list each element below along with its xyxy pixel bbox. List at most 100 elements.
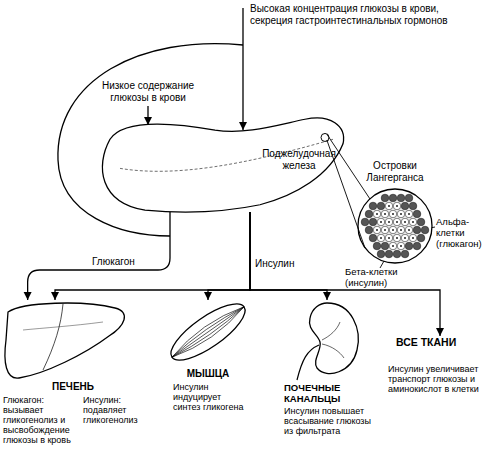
beta-cell xyxy=(377,234,385,242)
organ-drawing xyxy=(358,189,432,263)
beta-cell xyxy=(373,226,381,234)
beta-cell xyxy=(405,226,413,234)
beta-cell xyxy=(381,226,389,234)
cell-nucleus xyxy=(376,229,378,231)
organ-drawing xyxy=(297,345,319,380)
organ-drawing xyxy=(5,303,124,378)
organ-drawing xyxy=(321,133,329,141)
cell-nucleus xyxy=(380,237,382,239)
cell-nucleus xyxy=(396,221,398,223)
alpha-cell xyxy=(405,194,413,202)
edge-label: Глюкагон xyxy=(92,256,135,268)
beta-cell xyxy=(377,218,385,226)
magnifier-line xyxy=(327,134,370,248)
islet-heading: Островки Лангерганса xyxy=(345,160,445,184)
alpha-cell xyxy=(413,226,421,234)
alpha-cell xyxy=(381,242,389,250)
effect-text: Инсулин увеличивает транспорт глюкозы и … xyxy=(388,364,492,394)
cell-nucleus xyxy=(388,237,390,239)
alpha-cell xyxy=(369,234,377,242)
beta-cell xyxy=(381,210,389,218)
beta-cell xyxy=(389,210,397,218)
organ-name: МЫШЦА xyxy=(168,368,248,380)
beta-cell xyxy=(385,218,393,226)
cell-nucleus xyxy=(380,221,382,223)
cell-label: Бета-клетки (инсулин) xyxy=(345,266,415,288)
organ-node: ПЕЧЕНЬ Глюкагон: вызывает гликогенолиз и … xyxy=(3,300,148,455)
organ-drawing xyxy=(309,303,358,374)
beta-cell xyxy=(397,226,405,234)
hormone-arrow xyxy=(250,212,440,336)
cell-nucleus xyxy=(384,213,386,215)
alpha-cell xyxy=(365,210,373,218)
effect-text: Инсулин повышает всасывание глюкозы из ф… xyxy=(284,406,374,436)
hormone-arrow xyxy=(55,212,250,300)
organ-node: Поджелудочная железа xyxy=(95,112,345,212)
condition-note: Высокая концентрация глюкозы в крови, се… xyxy=(250,3,450,27)
alpha-cell xyxy=(417,234,425,242)
cell-nucleus xyxy=(412,237,414,239)
cell-nucleus xyxy=(404,221,406,223)
organ-drawing xyxy=(172,307,244,357)
effect-text: Инсулин: подавляет гликогенолиз xyxy=(83,395,148,425)
cell-nucleus xyxy=(400,213,402,215)
alpha-cell xyxy=(397,194,405,202)
cell-nucleus xyxy=(408,213,410,215)
alpha-cell xyxy=(413,210,421,218)
organ-drawing xyxy=(172,307,246,360)
organ-drawing xyxy=(169,302,245,357)
beta-cell xyxy=(389,226,397,234)
beta-cell xyxy=(405,210,413,218)
alpha-cell xyxy=(377,202,385,210)
alpha-cell xyxy=(361,218,369,226)
organ-name: ВСЕ ТКАНИ xyxy=(396,336,468,349)
text-node: ВСЕ ТКАНИ Инсулин увеличивает транспорт г… xyxy=(388,336,492,426)
organ-node: ПОЧЕЧНЫЕ КАНАЛЬЦЫИнсулин повышает всасыв… xyxy=(282,300,374,450)
alpha-cell xyxy=(365,226,373,234)
organ-name: ПОЧЕЧНЫЕ КАНАЛЬЦЫ xyxy=(284,382,374,404)
cell-nucleus xyxy=(392,213,394,215)
organ-drawing xyxy=(163,294,252,369)
organ-drawing xyxy=(170,304,244,357)
edge-label: Инсулин xyxy=(255,258,294,270)
effect-text: Инсулин индуцирует синтез гликогена xyxy=(173,382,248,412)
alpha-cell xyxy=(409,202,417,210)
beta-cell xyxy=(385,202,393,210)
alpha-cell xyxy=(373,242,381,250)
alpha-cell xyxy=(405,242,413,250)
cell-nucleus xyxy=(408,229,410,231)
beta-cell xyxy=(389,242,397,250)
cell-label: Альфа-клетки (глюкагон) xyxy=(436,216,494,249)
condition-note: Низкое содержание глюкозы в крови xyxy=(96,80,200,104)
cell-nucleus xyxy=(392,229,394,231)
cell-nucleus xyxy=(396,237,398,239)
alpha-cell xyxy=(393,250,401,258)
low-glucose-arrow xyxy=(147,106,148,125)
beta-cell xyxy=(401,218,409,226)
alpha-cell xyxy=(417,218,425,226)
alpha-cell xyxy=(389,194,397,202)
organ-name: ПЕЧЕНЬ xyxy=(28,381,118,393)
alpha-cell xyxy=(421,226,429,234)
cell-nucleus xyxy=(400,245,402,247)
alpha-cell xyxy=(401,202,409,210)
beta-cell xyxy=(397,210,405,218)
hormone-arrow xyxy=(28,212,170,300)
cell-nucleus xyxy=(388,205,390,207)
cell-nucleus xyxy=(384,229,386,231)
cell-nucleus xyxy=(404,237,406,239)
beta-cell xyxy=(373,210,381,218)
organ-node: МЫШЦА Инсулин индуцирует синтез гликогена xyxy=(168,300,248,430)
organ-drawing xyxy=(43,304,63,370)
beta-cell xyxy=(409,218,417,226)
organ-drawing xyxy=(23,322,103,330)
hormone-arrow xyxy=(250,212,327,300)
alpha-cell xyxy=(369,202,377,210)
effect-text: Глюкагон: вызывает гликогенолиз и высвоб… xyxy=(3,395,80,445)
organ-drawing xyxy=(102,118,343,212)
organ-label: Поджелудочная железа xyxy=(260,148,338,172)
cell-nucleus xyxy=(376,213,378,215)
beta-cell xyxy=(401,234,409,242)
